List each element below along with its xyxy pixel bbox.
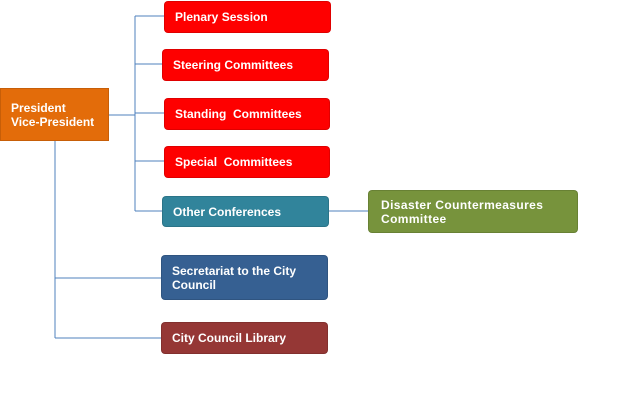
vice-president-label: Vice-President [11,114,95,129]
steering-committees-label: Steering Committees [173,58,294,72]
standing-committees-node: Standing Committees [164,98,330,130]
standing-committees-label: Standing Committees [175,107,302,121]
plenary-session-label: Plenary Session [175,10,268,24]
other-conferences-node: Other Conferences [162,196,329,227]
disaster-countermeasures-committee-label: Disaster Countermeasures Committee [381,197,544,226]
city-council-library-node: City Council Library [161,322,328,354]
city-council-library-label: City Council Library [172,331,287,345]
steering-committees-node: Steering Committees [162,49,329,81]
special-committees-node: Special Committees [164,146,330,178]
secretariat-node: Secretariat to the City Council [161,255,328,300]
special-committees-label: Special Committees [175,155,293,169]
disaster-countermeasures-committee-node: Disaster Countermeasures Committee [368,190,578,233]
president-node: President Vice-President [0,88,109,141]
president-label: President [11,100,66,115]
plenary-session-node: Plenary Session [164,1,331,33]
secretariat-label: Secretariat to the City Council [172,263,297,292]
other-conferences-label: Other Conferences [173,204,282,219]
